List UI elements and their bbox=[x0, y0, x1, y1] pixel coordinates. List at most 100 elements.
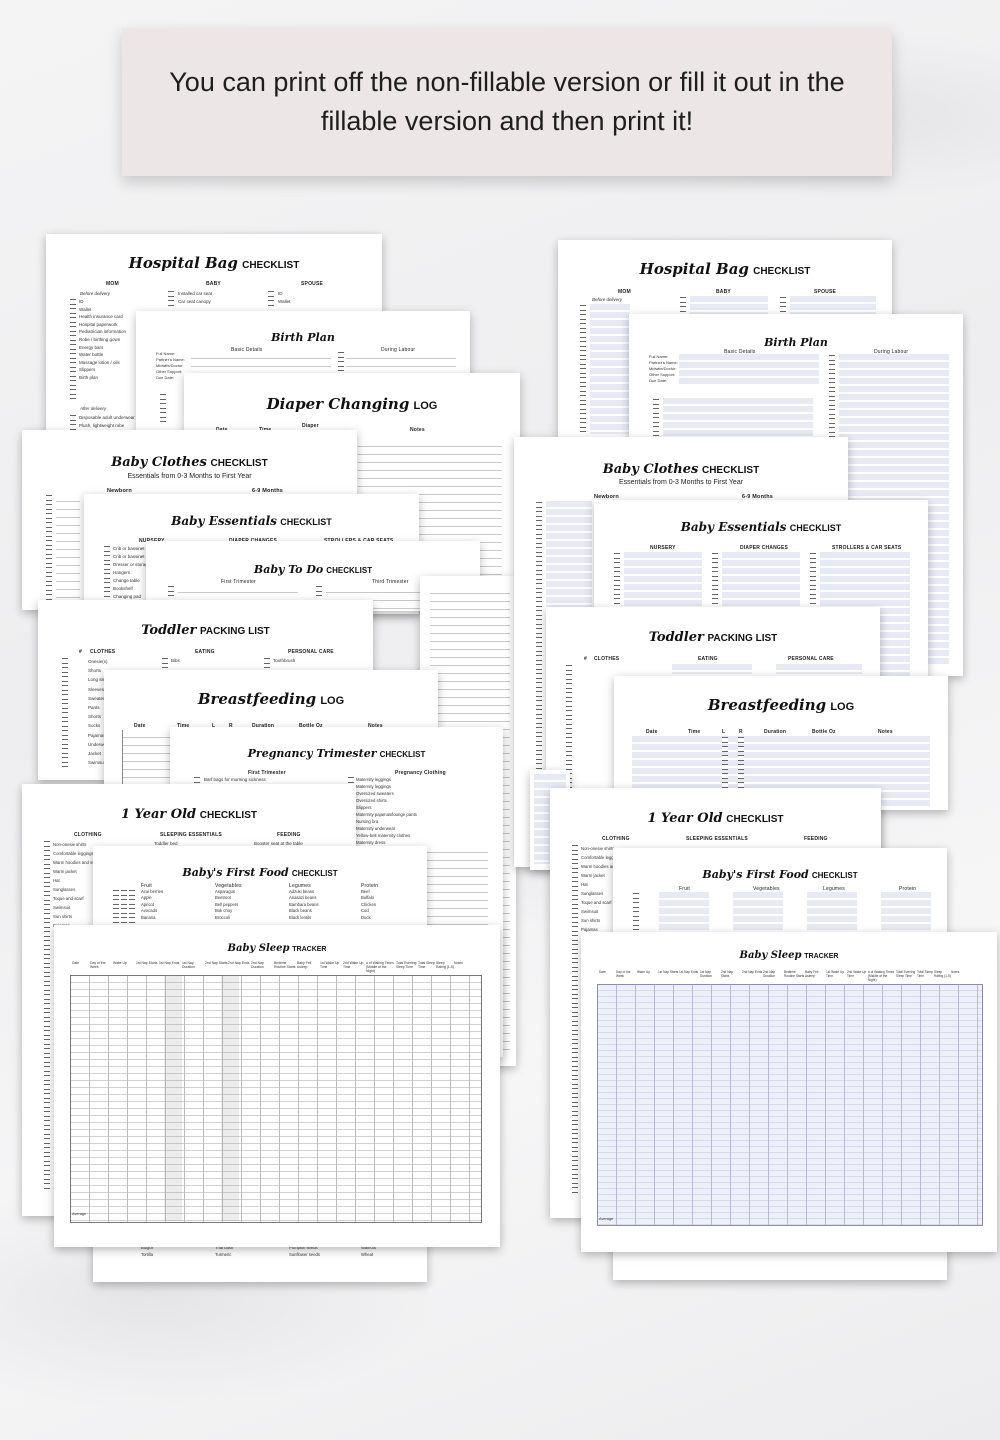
first-trimester-header: First Trimester bbox=[221, 579, 256, 585]
one-year-feed-item: Booster seat at the table bbox=[254, 841, 303, 846]
fill-col-mom: MOM bbox=[618, 289, 631, 295]
pregnancy-first-item: Barf bags for morning sickness bbox=[204, 777, 266, 782]
fill-mom-checkboxes[interactable] bbox=[580, 304, 586, 434]
food-checkboxes-a[interactable] bbox=[113, 889, 119, 923]
sleep-tracker-title: Baby Sleep TRACKER bbox=[227, 943, 327, 954]
pregnancy-first-checkbox[interactable] bbox=[194, 776, 200, 784]
newborn-header: Newborn bbox=[107, 488, 132, 494]
fill-sleep-grid[interactable] bbox=[597, 984, 983, 1226]
fill-toddler-eating-fields[interactable] bbox=[672, 664, 752, 674]
one-year-checkboxes[interactable] bbox=[44, 840, 50, 1192]
fill-birth-fields: Full Name:Partner's Name:Midwife/Doctor:… bbox=[649, 354, 678, 383]
toddler-checkboxes[interactable] bbox=[62, 657, 68, 767]
fill-spouse-checkboxes[interactable] bbox=[780, 296, 786, 314]
one-year-clothing-header: CLOTHING bbox=[74, 832, 102, 838]
during-labour-header: During Labour bbox=[381, 347, 416, 353]
fill-health-checkboxes[interactable] bbox=[653, 398, 659, 438]
baby-checkboxes[interactable] bbox=[168, 290, 174, 308]
newborn-checkboxes[interactable] bbox=[46, 494, 52, 606]
pregnancy-first-header: First Trimester bbox=[248, 770, 286, 776]
one-year-title: 1 Year Old CHECKLIST bbox=[120, 807, 257, 822]
bf-col-date: Date bbox=[134, 723, 146, 729]
fill-six-nine-header: 6-9 Months bbox=[742, 494, 774, 500]
fill-food-protein: Protein bbox=[899, 886, 917, 892]
fill-nursery-header: NURSERY bbox=[650, 545, 676, 551]
fill-spouse-fields[interactable] bbox=[790, 296, 876, 314]
fill-baby-fields[interactable] bbox=[690, 296, 768, 314]
fill-bf-bottle: Bottle Oz bbox=[812, 729, 836, 735]
fill-food-legume-fields[interactable] bbox=[807, 892, 857, 932]
bf-col-time: Time bbox=[177, 723, 190, 729]
fill-food-checkboxes[interactable] bbox=[633, 892, 639, 932]
third-trimester-header: Third Trimester bbox=[372, 579, 409, 585]
baby-essentials-fillable-title: Baby Essentials CHECKLIST bbox=[680, 520, 842, 534]
baby-clothes-subtitle: Essentials from 0-3 Months to First Year bbox=[127, 473, 252, 480]
six-nine-header: 6-9 Months bbox=[252, 488, 284, 494]
bf-col-r: R bbox=[229, 723, 233, 729]
before-delivery-label: Before delivery bbox=[80, 291, 111, 296]
fill-bf-time: Time bbox=[688, 729, 701, 735]
fill-toddler-care-fields[interactable] bbox=[776, 664, 862, 674]
pregnancy-clothing-header: Pregnancy Clothing bbox=[395, 770, 446, 776]
food-protein-header: Protein bbox=[361, 883, 379, 889]
toddler-col-eating: EATING bbox=[195, 649, 215, 655]
mom-after-checkboxes[interactable] bbox=[70, 414, 76, 432]
health-checkboxes[interactable] bbox=[160, 393, 166, 423]
todo-third-checkboxes[interactable] bbox=[316, 585, 322, 609]
nursery-checkboxes[interactable] bbox=[104, 545, 110, 609]
fill-bf-r-checkboxes[interactable] bbox=[738, 736, 744, 806]
info-banner: You can print off the non-fillable versi… bbox=[122, 28, 892, 176]
bf-col-bottle: Bottle Oz bbox=[299, 723, 323, 729]
fill-health-fields[interactable] bbox=[663, 398, 813, 438]
toddler-eating-checkboxes[interactable] bbox=[162, 657, 168, 671]
fill-food-fruit-fields[interactable] bbox=[659, 892, 709, 932]
diaper-col-notes: Notes bbox=[410, 427, 425, 433]
first-food-title: Baby's First Food CHECKLIST bbox=[182, 866, 338, 879]
fill-newborn-checkboxes[interactable] bbox=[536, 501, 542, 861]
fill-bf-l-checkboxes[interactable] bbox=[722, 736, 728, 806]
fill-mom-fields[interactable] bbox=[590, 304, 630, 434]
bf-col-l: L bbox=[212, 723, 216, 729]
toddler-fillable-title: Toddler PACKING LIST bbox=[648, 630, 778, 645]
fill-toddler-checkboxes[interactable] bbox=[566, 664, 572, 854]
fill-food-protein-fields[interactable] bbox=[881, 892, 931, 932]
toddler-col-num: # bbox=[79, 649, 82, 655]
fill-basic-fields[interactable] bbox=[679, 354, 819, 386]
banner-text: You can print off the non-fillable versi… bbox=[169, 67, 845, 136]
fill-before-delivery: Before delivery bbox=[592, 297, 623, 302]
todo-first-checkboxes[interactable] bbox=[168, 585, 174, 609]
page-sleep-tracker: Baby Sleep TRACKER Average Date Day of t… bbox=[54, 925, 500, 1247]
fill-baby-checkboxes[interactable] bbox=[680, 296, 686, 314]
mom-checkboxes[interactable] bbox=[70, 298, 76, 402]
after-delivery-label: After delivery bbox=[80, 406, 107, 411]
fill-food-fruit: Fruit bbox=[679, 886, 690, 892]
newborn-lines bbox=[56, 494, 80, 606]
one-year-feeding-header: FEEDING bbox=[277, 832, 301, 838]
birth-plan-fields: Full Name:Partner's Name:Midwife/Doctor:… bbox=[156, 351, 185, 380]
baby-todo-title: Baby To Do CHECKLIST bbox=[253, 563, 373, 576]
toddler-title: Toddler PACKING LIST bbox=[141, 623, 270, 638]
food-checkboxes-c[interactable] bbox=[129, 889, 135, 923]
fill-diaper-changes-header: DIAPER CHANGES bbox=[740, 545, 789, 551]
sleep-tracker-fillable-title: Baby Sleep TRACKER bbox=[739, 950, 839, 961]
fill-food-legume: Legumes bbox=[823, 886, 845, 892]
baby-essentials-title: Baby Essentials CHECKLIST bbox=[171, 514, 332, 528]
toddler-care-checkboxes[interactable] bbox=[264, 657, 270, 671]
fill-food-veg-fields[interactable] bbox=[733, 892, 783, 932]
pregnancy-clothing-checkbox[interactable] bbox=[348, 776, 354, 784]
baby-clothes-title: Baby Clothes CHECKLIST bbox=[111, 455, 268, 470]
fill-during-labour: During Labour bbox=[874, 349, 909, 355]
spouse-checkboxes[interactable] bbox=[268, 290, 274, 308]
food-checkboxes-b[interactable] bbox=[121, 889, 127, 923]
fill-toddler-num: # bbox=[584, 656, 587, 662]
fill-one-year-checkboxes[interactable] bbox=[572, 844, 578, 1194]
fill-newborn-header: Newborn bbox=[594, 494, 619, 500]
